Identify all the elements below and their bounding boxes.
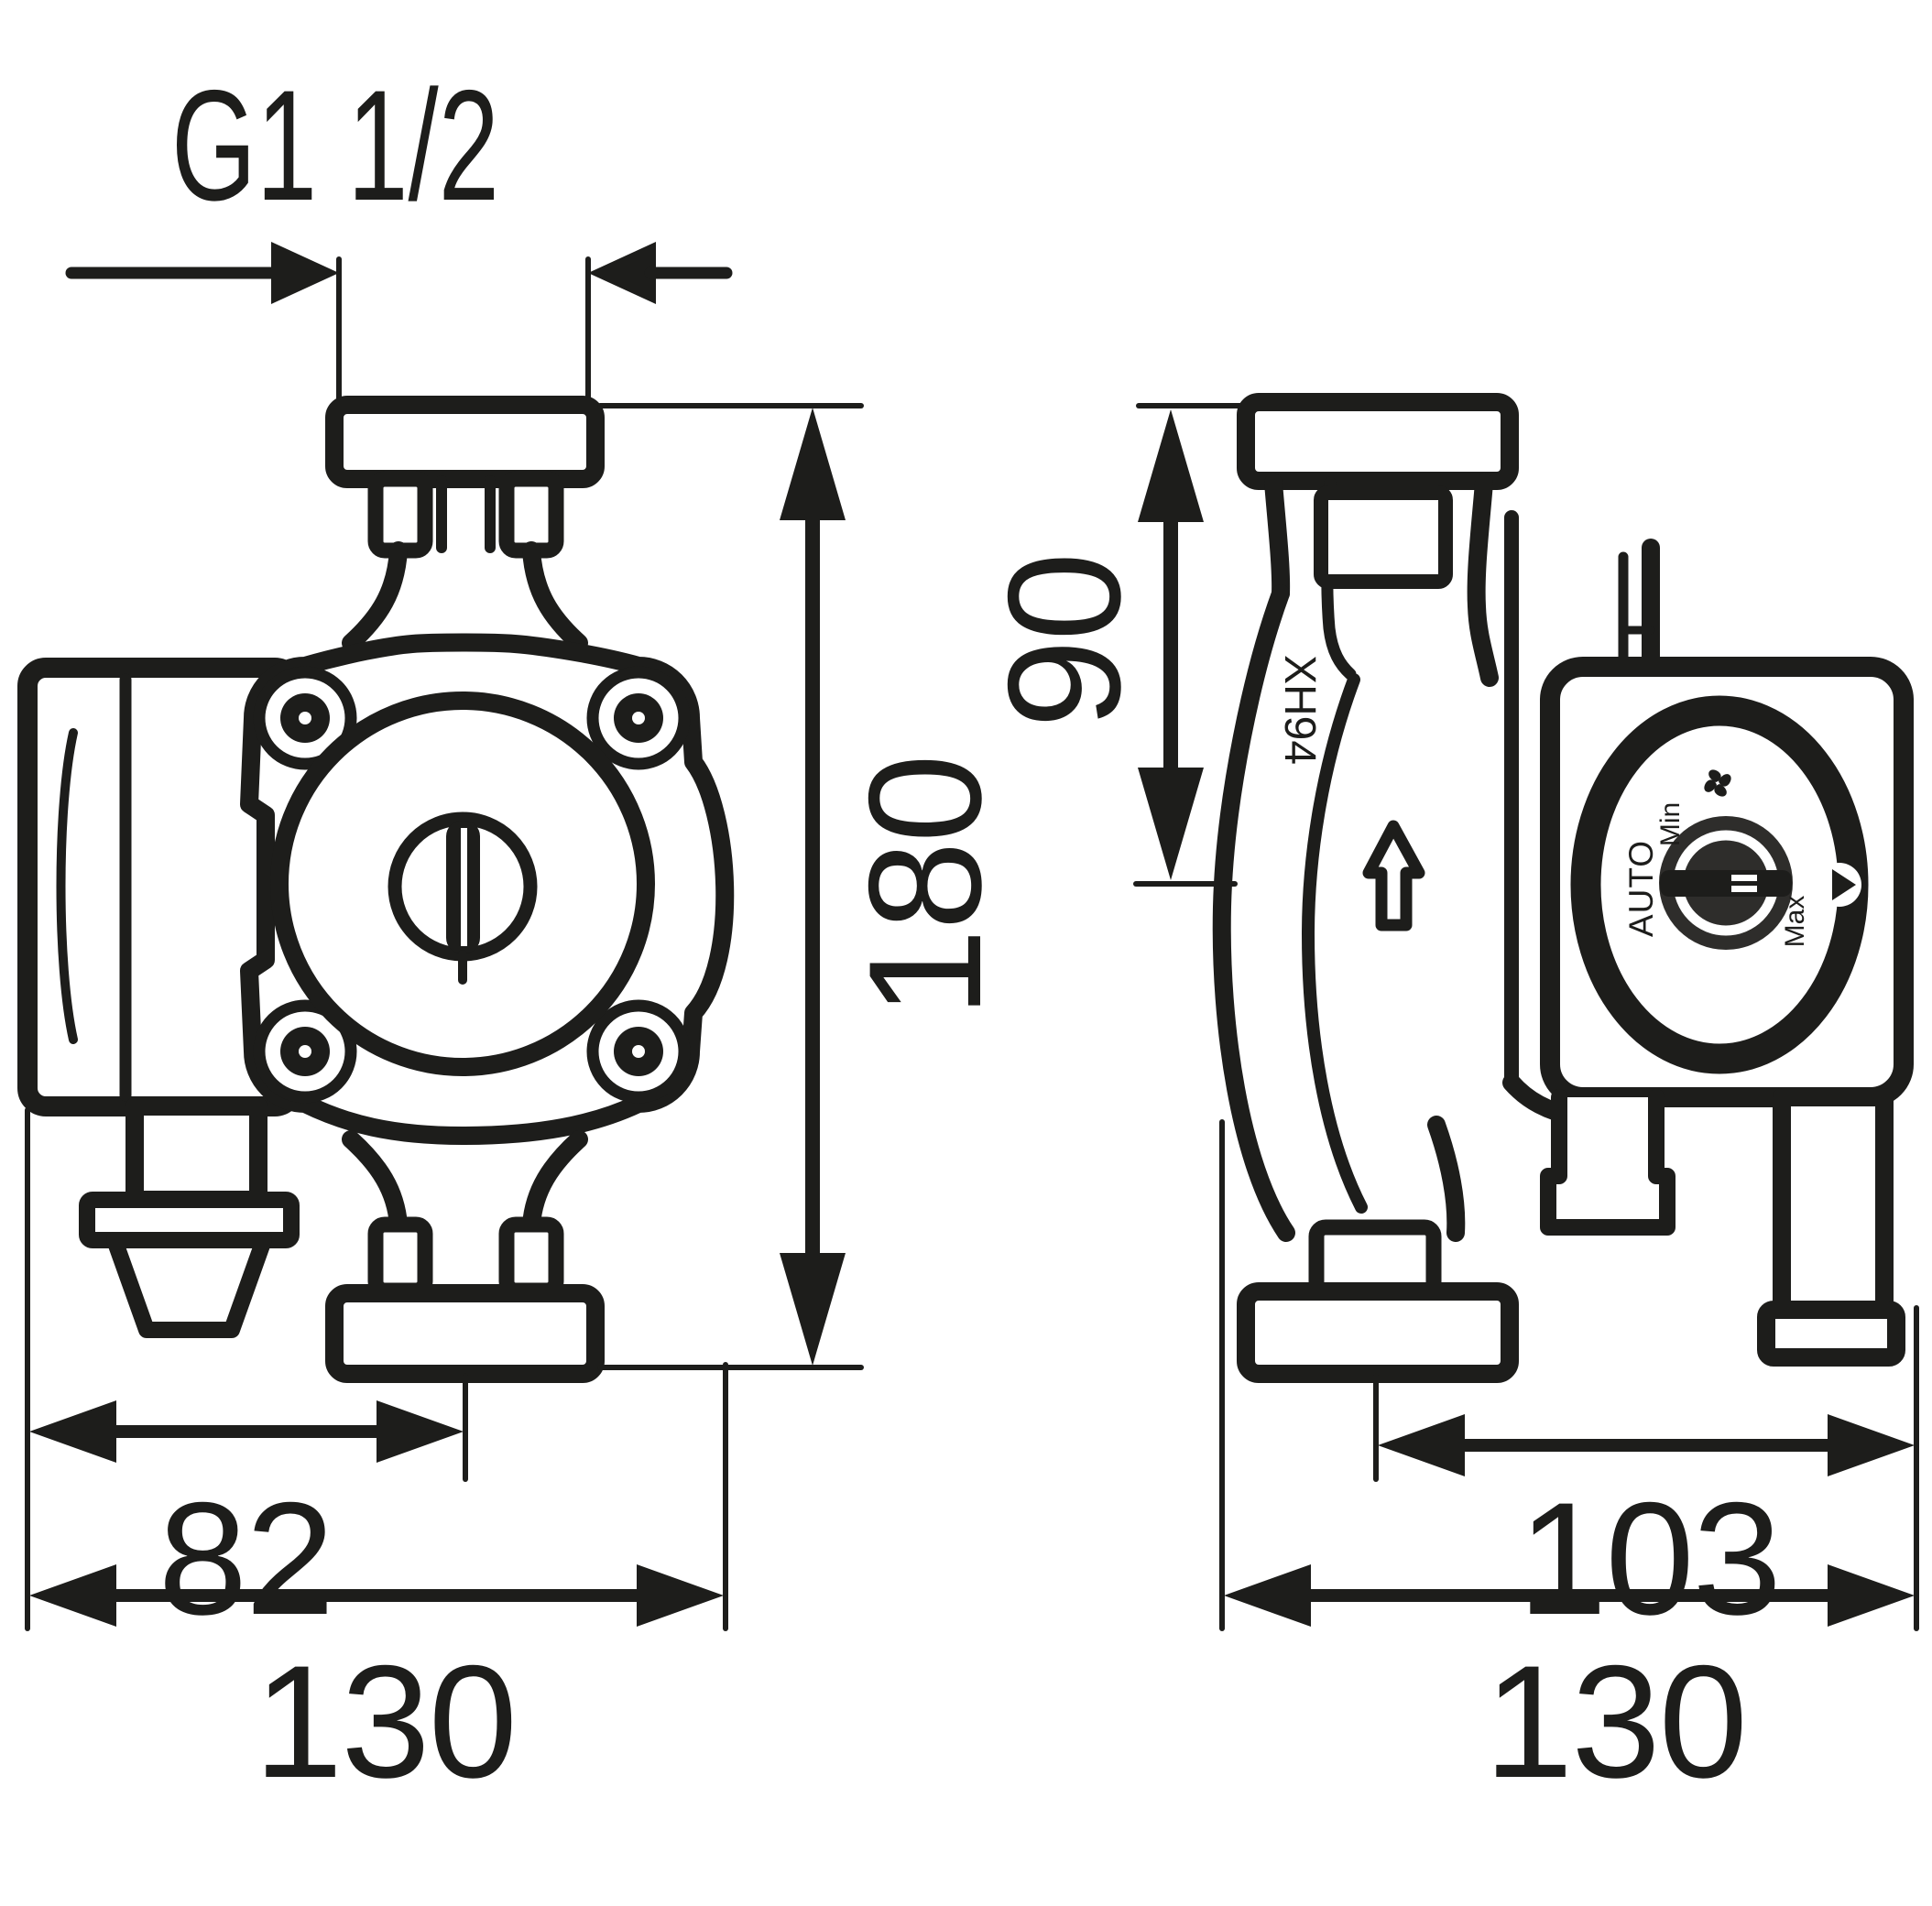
- nameplate: [1314, 485, 1453, 589]
- union-nut-side: [1308, 1219, 1442, 1300]
- bottom-flange: [325, 1284, 605, 1383]
- bottom-dimensions-side: 103 130: [1219, 1119, 1919, 1812]
- dim-arrowhead-right-icon: [377, 1400, 464, 1463]
- height-dimension-label: 180: [836, 756, 1015, 1018]
- pump-profile: XH94: [1212, 393, 1660, 1242]
- gland-taper: [106, 1232, 272, 1338]
- overall-width-label: 130: [254, 1633, 516, 1812]
- control-box: AUTO Min Max: [1540, 657, 1914, 1107]
- union-nut: [498, 471, 564, 559]
- top-flange-side: [1237, 393, 1519, 490]
- dim-arrowhead-up-icon: [1138, 409, 1204, 522]
- gland-body: [126, 1097, 267, 1209]
- dim-arrowhead-left-icon: [29, 1400, 116, 1463]
- screw-boss-outline: [586, 666, 691, 770]
- fan-icon: [1704, 769, 1731, 797]
- side-view: 90 XH94: [976, 393, 1919, 1812]
- dim-arrowhead-up-icon: [780, 408, 846, 520]
- center-offset-label: 82: [158, 1470, 333, 1649]
- dim-arrowhead-down-icon: [780, 1253, 846, 1366]
- neck-curve: [522, 541, 588, 652]
- union-nut: [367, 1216, 433, 1299]
- flange-to-axis-dimension: 90: [976, 403, 1250, 887]
- mounting-feet: [1540, 1088, 1905, 1367]
- neck-curve: [342, 541, 408, 652]
- flange-to-axis-label: 90: [976, 554, 1154, 729]
- bottom-connection-side: [1237, 1219, 1519, 1383]
- bottom-connection: [325, 1130, 605, 1383]
- thread-size-label: G1 1/2: [171, 58, 499, 234]
- dim-arrowhead-right-icon: [588, 242, 656, 304]
- neck-curve: [522, 1130, 588, 1234]
- volute-outlet-right: [1427, 1116, 1466, 1242]
- knob-slot-notch: [1731, 875, 1757, 881]
- screw-boss-outline: [586, 999, 691, 1104]
- overall-width-side-label: 130: [1484, 1633, 1746, 1812]
- volute-inner-curve: [1302, 673, 1368, 1214]
- dial-max-label: Max: [1780, 896, 1810, 948]
- dial-auto-label: AUTO: [1622, 840, 1660, 937]
- union-nut: [367, 471, 433, 559]
- flow-direction-arrow-icon: [1362, 820, 1425, 931]
- dim-arrowhead-left-icon: [1224, 1564, 1311, 1627]
- pipe-outer-right: [1467, 474, 1499, 687]
- front-view: G1 1/2: [17, 58, 1015, 1812]
- shaft-slot-slit: [461, 828, 467, 946]
- pipe-outer-left: [1264, 474, 1291, 603]
- height-dimension: 180: [597, 403, 1015, 1370]
- bottom-flange-side: [1237, 1282, 1519, 1383]
- top-connection: [325, 396, 605, 652]
- screw-center: [299, 1045, 311, 1058]
- pump-body: [240, 633, 735, 1145]
- volute-outline: [1212, 584, 1295, 1242]
- dim-arrowhead-down-icon: [1138, 768, 1204, 880]
- shaft-hub: [387, 811, 538, 985]
- screw-center: [632, 1045, 645, 1058]
- box-foot-pad: [1757, 1301, 1905, 1367]
- knob-slot-bar: [1660, 870, 1792, 897]
- dim-arrowhead-right-icon: [1828, 1564, 1915, 1627]
- union-nut: [498, 1216, 564, 1299]
- dim-arrowhead-right-icon: [1828, 1414, 1915, 1476]
- motor-bracket: [1540, 1089, 1675, 1236]
- screw-boss-outline: [253, 666, 357, 770]
- dial-min-label: Min: [1655, 802, 1686, 846]
- box-foot: [1773, 1088, 1894, 1323]
- dim-arrowhead-left-icon: [1378, 1414, 1465, 1476]
- thread-dimension: [65, 242, 733, 408]
- cable-gland: [79, 1097, 300, 1338]
- dim-arrowhead-right-icon: [637, 1564, 724, 1627]
- axis-to-back-label: 103: [1518, 1470, 1780, 1649]
- screw-center: [299, 712, 311, 724]
- screw-center: [632, 712, 645, 724]
- knob-slot-notch: [1731, 886, 1757, 892]
- bottom-dimensions-front: 82 130: [25, 1107, 728, 1812]
- screw-boss-outline: [253, 999, 357, 1104]
- flange-screws: [280, 693, 663, 1076]
- pump-marking-label: XH94: [1275, 655, 1324, 765]
- dim-arrowhead-left-icon: [29, 1564, 116, 1627]
- neck-curve: [342, 1130, 408, 1234]
- dim-arrowhead-left-icon: [271, 242, 339, 304]
- terminal-box-lid-curve: [56, 728, 78, 1044]
- dial-pointer-triangle-icon: [1832, 869, 1856, 900]
- top-flange: [325, 396, 605, 488]
